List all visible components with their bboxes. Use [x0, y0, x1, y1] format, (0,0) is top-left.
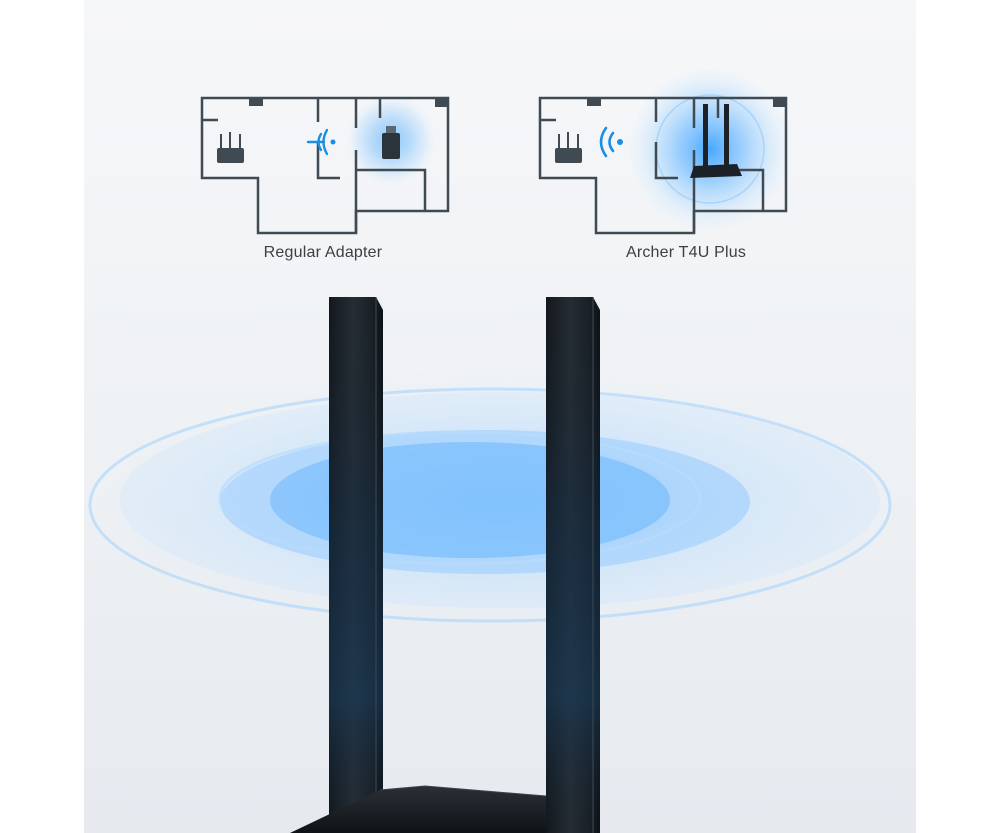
regular-adapter-caption: Regular Adapter	[263, 244, 383, 261]
archer-t4u-plus-caption: Archer T4U Plus	[625, 244, 747, 261]
wifi-signal-icon	[306, 128, 336, 156]
signal-wave-rings	[84, 368, 916, 632]
usb-adapter-icon	[382, 126, 400, 159]
strong-signal-glow	[630, 69, 790, 229]
floor-plan-icon	[538, 69, 790, 235]
large-antenna-right	[546, 297, 600, 833]
dual-antenna-adapter-icon	[690, 104, 742, 178]
wifi-signal-icon	[599, 126, 623, 158]
large-antenna-left	[329, 297, 383, 833]
router-icon	[555, 132, 582, 163]
adapter-base	[290, 785, 547, 833]
router-icon	[217, 132, 244, 163]
